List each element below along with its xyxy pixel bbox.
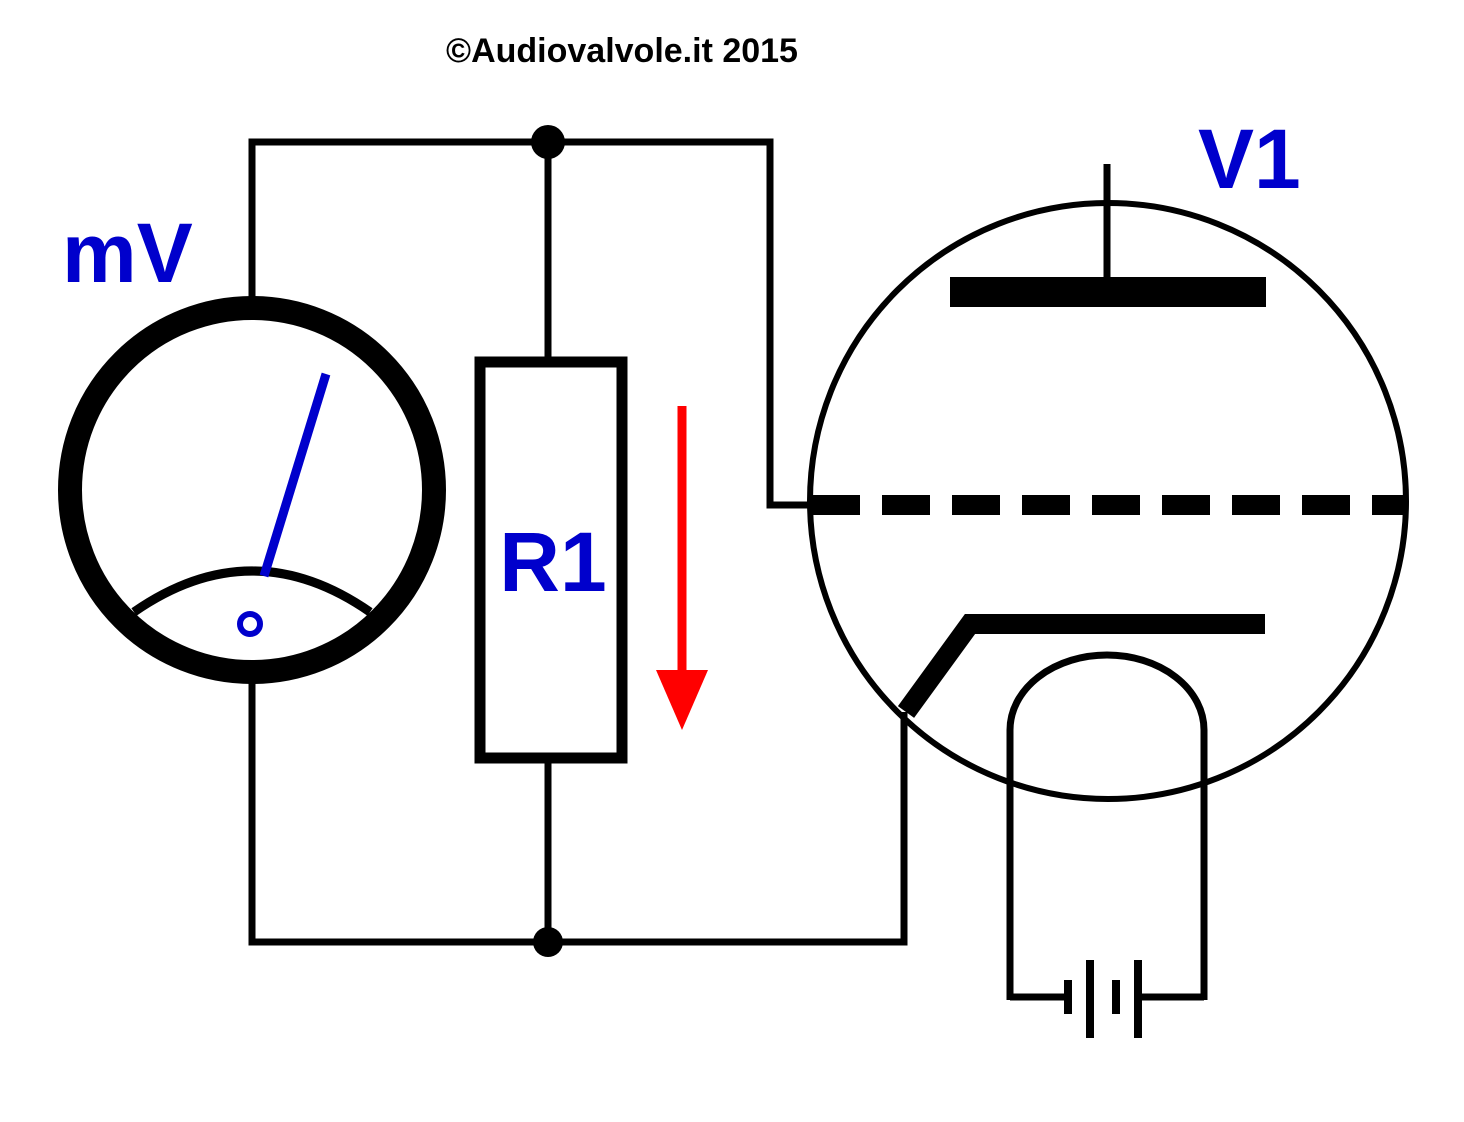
top-wire: [248, 138, 812, 509]
tube-label: V1: [1198, 112, 1301, 206]
meter-pivot: [237, 611, 263, 637]
meter-scale-arc: [131, 566, 373, 616]
meter-label: mV: [62, 206, 193, 300]
junction-top: [531, 125, 565, 159]
meter-body: [58, 296, 446, 684]
cathode: [897, 614, 1265, 718]
current-arrow-icon: [656, 406, 708, 730]
resistor-body: [474, 356, 628, 764]
resistor-label: R1: [499, 515, 606, 609]
battery-icon: [1010, 960, 1204, 1038]
meter-needle: [259, 372, 331, 578]
triode-tube: [807, 164, 1409, 1000]
wires: [248, 138, 908, 946]
junction-bottom: [533, 927, 563, 957]
copyright-text: ©Audiovalvole.it 2015: [446, 32, 798, 70]
anode-plate: [950, 277, 1266, 307]
bottom-wire: [248, 680, 908, 946]
millivoltmeter: [58, 296, 446, 684]
heater-filament: [1006, 651, 1208, 1000]
